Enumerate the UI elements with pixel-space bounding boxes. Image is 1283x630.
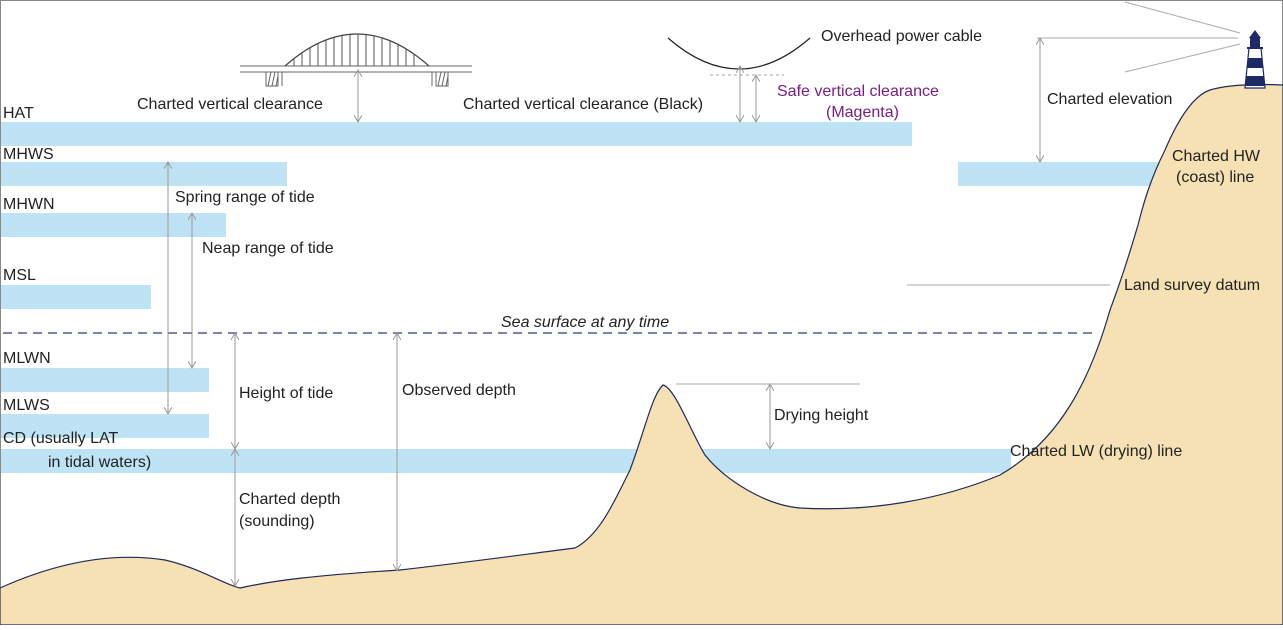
mlws-band xyxy=(1,414,209,438)
charted-hw-label-line1: Charted HW xyxy=(1172,148,1261,165)
light-beam-lower xyxy=(1124,43,1241,73)
hat-label: HAT xyxy=(3,105,34,122)
charted-depth-label-line2: (sounding) xyxy=(239,513,315,530)
charted-vertical-clearance-label: Charted vertical clearance xyxy=(137,96,323,113)
charted-depth-label-line1: Charted depth xyxy=(239,491,340,508)
height-of-tide-label: Height of tide xyxy=(239,385,333,402)
sea-surface-label: Sea surface at any time xyxy=(501,314,669,331)
cd-band xyxy=(1,449,1011,473)
msl-label: MSL xyxy=(3,267,36,284)
annotation-labels: Charted vertical clearance Charted verti… xyxy=(137,28,1261,530)
spring-range-label: Spring range of tide xyxy=(175,189,315,206)
charted-lw-line-label: Charted LW (drying) line xyxy=(1010,443,1182,460)
safe-vertical-clearance-label-line2: (Magenta) xyxy=(826,104,899,121)
mlwn-band xyxy=(1,368,209,392)
light-beam-upper xyxy=(1124,1,1241,34)
drying-height-label: Drying height xyxy=(774,407,869,424)
neap-range-label: Neap range of tide xyxy=(202,240,334,257)
land-survey-datum-label: Land survey datum xyxy=(1124,277,1260,294)
mhws-label: MHWS xyxy=(3,146,54,163)
hat-band xyxy=(1,122,912,146)
bridge-hangers xyxy=(293,34,415,66)
lighthouse xyxy=(1244,30,1266,89)
mhwn-label: MHWN xyxy=(3,196,55,213)
overhead-cable xyxy=(667,37,811,70)
cd-label-line1: CD (usually LAT xyxy=(3,430,119,447)
overhead-power-cable-label: Overhead power cable xyxy=(821,28,982,45)
water-bands xyxy=(1,122,1158,473)
bridge-arch xyxy=(284,33,430,67)
seabed-and-land xyxy=(0,83,1283,626)
cd-label-line2: in tidal waters) xyxy=(48,454,151,471)
observed-depth-label: Observed depth xyxy=(402,382,516,399)
bridge xyxy=(240,33,472,87)
mhws-band-right xyxy=(958,162,1158,186)
safe-vertical-clearance-label-line1: Safe vertical clearance xyxy=(777,83,939,100)
mlwn-label: MLWN xyxy=(3,350,51,367)
mhws-band xyxy=(1,162,287,186)
level-labels: HAT MHWS MHWN MSL MLWN MLWS CD (usually … xyxy=(3,105,151,471)
dimension-arrows xyxy=(168,38,1110,586)
charted-vertical-clearance-black-label: Charted vertical clearance (Black) xyxy=(463,96,703,113)
msl-band xyxy=(1,285,151,309)
charted-elevation-label: Charted elevation xyxy=(1047,91,1172,108)
mlws-label: MLWS xyxy=(3,397,50,414)
charted-hw-label-line2: (coast) line xyxy=(1176,169,1254,186)
